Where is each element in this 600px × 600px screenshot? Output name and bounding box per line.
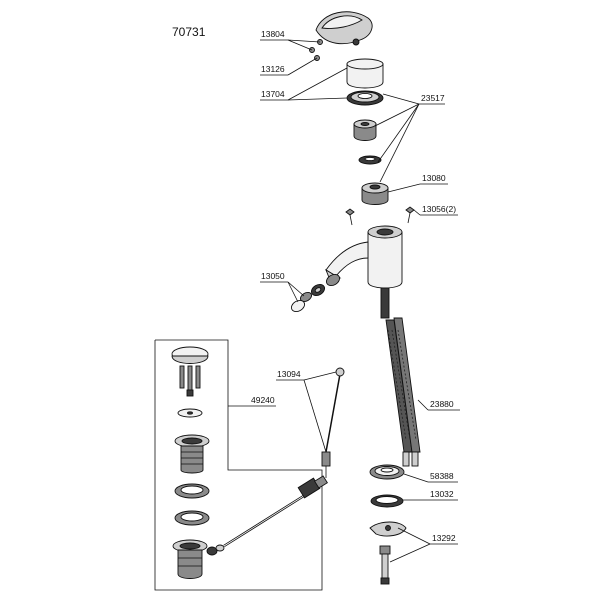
drain-gasket-1	[174, 483, 210, 499]
flex-hoses-23880	[385, 317, 421, 467]
label-13126: 13126	[261, 64, 285, 74]
label-49240: 49240	[251, 395, 275, 405]
body-shank	[380, 287, 390, 319]
cartridge-13080	[361, 182, 389, 205]
label-58388: 58388	[430, 471, 454, 481]
drain-assembly-frame	[154, 339, 323, 591]
label-13080: 13080	[422, 173, 446, 183]
diagram-title: 70731	[172, 25, 206, 39]
pivot-rod	[223, 475, 328, 548]
decorative-cap	[346, 58, 384, 89]
ring-13032	[370, 494, 404, 508]
popup-stopper	[171, 346, 209, 397]
drain-body	[172, 539, 208, 579]
label-13804: 13804	[261, 29, 285, 39]
side-screws-13056	[345, 206, 415, 226]
seal-ring-23517	[358, 155, 382, 165]
threaded-stud	[379, 545, 391, 585]
cartridge-nut	[353, 119, 377, 141]
label-23880: 23880	[430, 399, 454, 409]
label-23517: 23517	[421, 93, 445, 103]
faucet-body	[325, 225, 403, 289]
washer-58388	[369, 464, 405, 480]
lift-rod-13094	[321, 367, 345, 478]
label-13056: 13056(2)	[422, 204, 456, 214]
label-13050: 13050	[261, 271, 285, 281]
drain-flange	[174, 434, 210, 474]
label-13094: 13094	[277, 369, 301, 379]
ring-13704	[346, 90, 384, 106]
drain-seal	[177, 408, 203, 418]
drain-side-nut	[206, 544, 225, 556]
label-13292: 13292	[432, 533, 456, 543]
aerator-13050	[290, 273, 341, 313]
label-13704: 13704	[261, 89, 285, 99]
label-13032: 13032	[430, 489, 454, 499]
lever-handle	[315, 11, 373, 46]
bracket-13292	[369, 521, 407, 537]
leader-lines	[228, 39, 460, 563]
drain-gasket-2	[174, 510, 210, 526]
